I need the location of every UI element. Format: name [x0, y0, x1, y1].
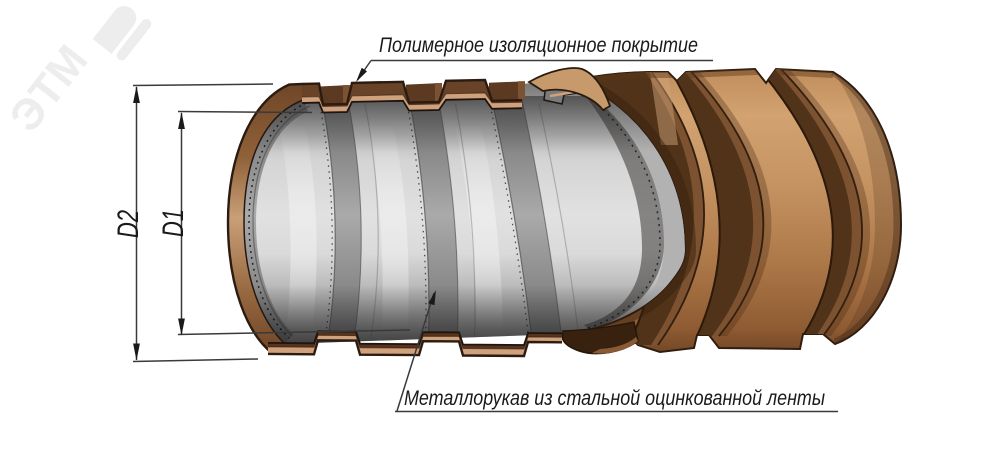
svg-text:D2: D2 — [112, 210, 145, 238]
svg-text:D1: D1 — [157, 209, 190, 237]
svg-text:Полимерное изоляционное покрыт: Полимерное изоляционное покрытие — [379, 33, 698, 57]
svg-text:Металлорукав из стальной оцинк: Металлорукав из стальной оцинкованной ле… — [404, 386, 825, 410]
